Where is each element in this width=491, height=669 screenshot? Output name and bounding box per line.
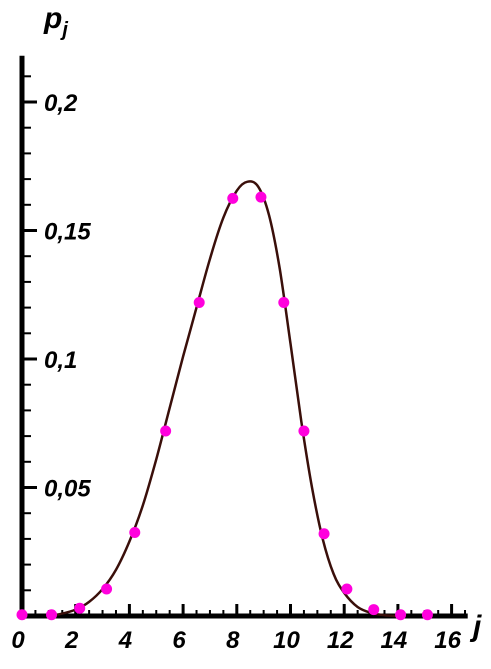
- data-point: [341, 583, 353, 595]
- data-point: [101, 583, 113, 595]
- x-tick-label: 6: [172, 627, 186, 654]
- y-axis-label: pj: [43, 2, 68, 41]
- y-axis-label-base: p: [43, 2, 62, 35]
- y-axis: [19, 55, 37, 618]
- x-axis-label: j: [469, 610, 482, 643]
- x-tick-label: 14: [381, 627, 408, 654]
- y-major-ticks: [22, 100, 37, 489]
- data-point: [160, 425, 172, 437]
- y-tick-label: 0,2: [44, 90, 78, 117]
- y-tick-labels: 0,05 0,1 0,15 0,2: [44, 90, 91, 503]
- x-tick-label: 2: [64, 627, 79, 654]
- x-tick-label: 10: [273, 627, 300, 654]
- data-point: [255, 191, 267, 203]
- x-tick-label: 0: [11, 627, 25, 654]
- y-tick-label: 0,05: [44, 476, 91, 503]
- data-point: [395, 609, 407, 621]
- y-axis-label-sub: j: [59, 19, 68, 41]
- data-point: [368, 604, 380, 616]
- fitted-curve: [46, 180, 398, 618]
- data-point: [74, 602, 86, 614]
- data-points: [16, 191, 433, 621]
- x-tick-labels: 0 2 4 6 8 10 12 14 16: [11, 627, 461, 654]
- data-point: [278, 296, 290, 308]
- data-point: [16, 609, 28, 621]
- data-point: [193, 296, 205, 308]
- x-tick-label: 12: [327, 627, 354, 654]
- data-point: [298, 425, 310, 437]
- x-tick-label: 8: [226, 627, 240, 654]
- data-point: [318, 528, 330, 540]
- y-tick-label: 0,1: [44, 347, 77, 374]
- data-point: [46, 609, 58, 621]
- x-tick-label: 4: [118, 627, 132, 654]
- data-point: [129, 526, 141, 538]
- y-minor-ticks: [22, 75, 31, 592]
- x-tick-label: 16: [434, 627, 461, 654]
- data-point: [421, 609, 433, 621]
- y-tick-label: 0,15: [44, 219, 91, 246]
- data-point: [227, 192, 239, 204]
